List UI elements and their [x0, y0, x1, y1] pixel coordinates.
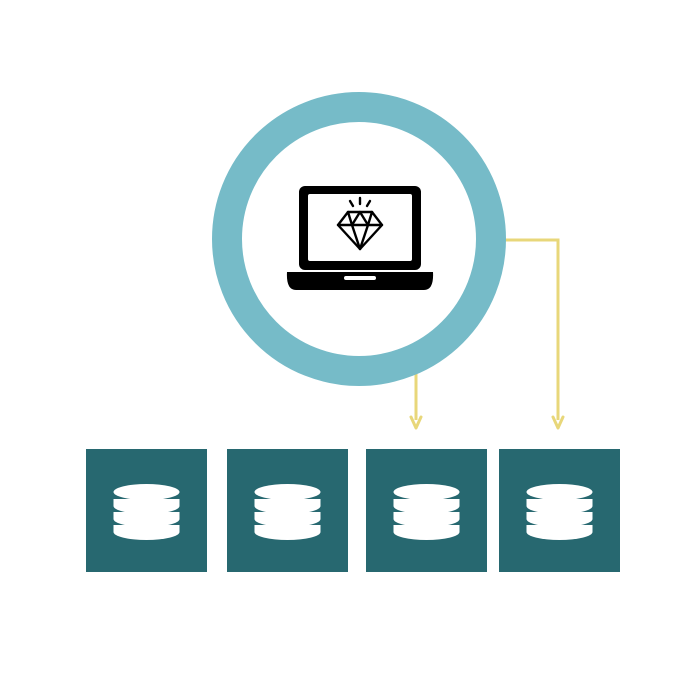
arrowhead-icon: [409, 415, 423, 430]
database-icon: [113, 484, 180, 540]
database-icon: [393, 484, 460, 540]
database-tile: [86, 449, 207, 572]
connector-line: [503, 238, 560, 420]
database-icon: [254, 484, 321, 540]
laptop-with-diamond-icon: [286, 186, 434, 290]
connector-to-database-3: [409, 368, 423, 430]
database-row: [86, 449, 620, 572]
database-tile: [227, 449, 348, 572]
laptop-trackpad: [344, 276, 376, 280]
database-tile: [499, 449, 620, 572]
hub-node: [212, 92, 506, 386]
laptop-screen: [308, 194, 412, 261]
database-icon: [526, 484, 593, 540]
laptop-base: [286, 272, 434, 290]
database-tile: [366, 449, 487, 572]
diamond-icon: [336, 196, 384, 251]
arrowhead-icon: [551, 415, 565, 430]
connector-to-database-4: [503, 238, 565, 430]
